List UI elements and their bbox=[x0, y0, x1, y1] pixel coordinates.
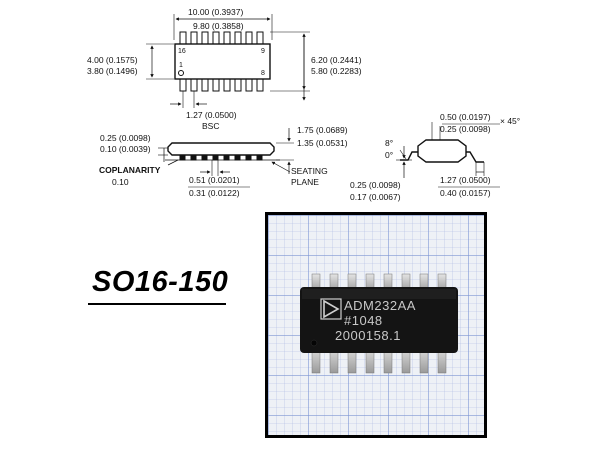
top-view bbox=[146, 14, 310, 108]
package-title: SO16-150 bbox=[92, 266, 229, 298]
pitch-bsc: BSC bbox=[202, 121, 219, 131]
end-view-lead-right bbox=[466, 151, 484, 163]
chip-marking-line2: #1048 bbox=[344, 313, 383, 328]
side-view-body bbox=[167, 142, 275, 156]
top-view-upper-pins bbox=[179, 31, 264, 46]
side-view bbox=[158, 128, 294, 176]
lead-angle-min: 0° bbox=[385, 150, 393, 160]
foot-length-min: 0.40 (0.0157) bbox=[440, 188, 491, 198]
analog-devices-logo bbox=[323, 299, 340, 319]
coplanarity-value: 0.10 bbox=[112, 177, 129, 187]
chip-marking-line3: 2000158.1 bbox=[335, 328, 401, 343]
end-view bbox=[396, 122, 500, 178]
coplanarity-label: COPLANARITY bbox=[99, 165, 161, 175]
chip-marking-line1: ADM232AA bbox=[344, 298, 416, 313]
pitch-value: 1.27 (0.0500) bbox=[186, 110, 237, 120]
lead-angle-max: 8° bbox=[385, 138, 393, 148]
lead-thickness-min: 0.17 (0.0067) bbox=[350, 192, 401, 202]
chip-photo-graphic bbox=[268, 215, 484, 435]
height-max: 1.75 (0.0689) bbox=[297, 125, 348, 135]
pin-8-label: 8 bbox=[261, 70, 265, 77]
foot-length-max: 1.27 (0.0500) bbox=[440, 175, 491, 185]
standoff-max: 0.25 (0.0098) bbox=[100, 133, 151, 143]
end-view-lead-left bbox=[400, 151, 418, 161]
top-view-lower-pins bbox=[179, 77, 264, 92]
overall-width-min: 5.80 (0.2283) bbox=[311, 66, 362, 76]
pin-9-label: 9 bbox=[261, 48, 265, 55]
chip-photo: ADM232AA #1048 2000158.1 bbox=[265, 212, 487, 438]
top-width-min: 9.80 (0.3858) bbox=[193, 21, 244, 31]
lead-width-max: 0.51 (0.0201) bbox=[189, 175, 240, 185]
top-width-max: 10.00 (0.3937) bbox=[188, 7, 243, 17]
seating-label: SEATING bbox=[291, 166, 328, 176]
chamfer-min: 0.25 (0.0098) bbox=[440, 124, 491, 134]
lead-thickness-max: 0.25 (0.0098) bbox=[350, 180, 401, 190]
title-underline bbox=[88, 303, 226, 305]
pin1-indicator bbox=[178, 70, 184, 76]
chip-body bbox=[300, 287, 458, 353]
body-width-max: 4.00 (0.1575) bbox=[87, 55, 138, 65]
side-view-leads bbox=[179, 154, 263, 161]
end-view-body bbox=[417, 139, 467, 163]
chamfer-max: 0.50 (0.0197) bbox=[440, 112, 491, 122]
chamfer-angle: × 45° bbox=[500, 116, 520, 126]
body-width-min: 3.80 (0.1496) bbox=[87, 66, 138, 76]
chip-pin1-dot bbox=[310, 339, 318, 347]
standoff-min: 0.10 (0.0039) bbox=[100, 144, 151, 154]
lead-width-min: 0.31 (0.0122) bbox=[189, 188, 240, 198]
height-min: 1.35 (0.0531) bbox=[297, 138, 348, 148]
top-view-body bbox=[174, 43, 271, 80]
pin-16-label: 16 bbox=[178, 48, 186, 55]
pin-1-label: 1 bbox=[179, 62, 183, 69]
plane-label: PLANE bbox=[291, 177, 319, 187]
overall-width-max: 6.20 (0.2441) bbox=[311, 55, 362, 65]
